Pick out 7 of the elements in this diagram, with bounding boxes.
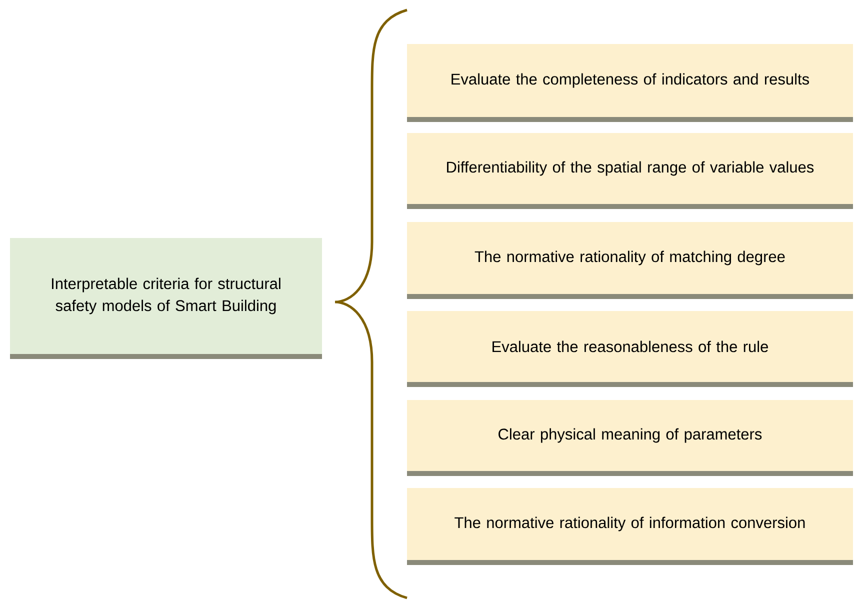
criterion-box: Differentiability of the spatial range of variable values bbox=[407, 133, 853, 209]
criterion-box: The normative rationality of matching degree bbox=[407, 222, 853, 299]
criterion-box: Evaluate the completeness of indicators and results bbox=[407, 44, 853, 122]
topic-box: Interpretable criteria for structural safety models of Smart Building bbox=[10, 238, 322, 359]
criterion-box: Clear physical meaning of parameters bbox=[407, 400, 853, 476]
criterion-box: Evaluate the reasonableness of the rule bbox=[407, 311, 853, 387]
criterion-box: The normative rationality of information conversion bbox=[407, 488, 853, 565]
